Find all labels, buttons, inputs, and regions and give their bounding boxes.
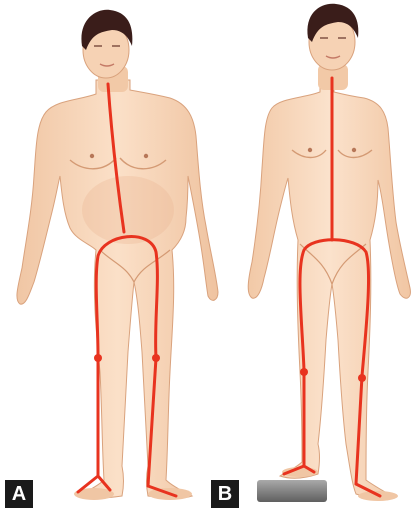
figure-a-body (17, 80, 218, 498)
figure-b (248, 4, 410, 502)
figure-b-knee-right (358, 374, 366, 382)
panel-label-b: B (211, 480, 239, 508)
figure-a-knee-right (152, 354, 160, 362)
figure-a (17, 10, 218, 500)
figure-a-belly-shade (82, 176, 174, 244)
figure-b-body (248, 78, 410, 499)
panel-label-a: A (5, 480, 33, 508)
gray-lift-block (257, 480, 327, 502)
figure-a-knee-left (94, 354, 102, 362)
figure-b-knee-left (300, 368, 308, 376)
